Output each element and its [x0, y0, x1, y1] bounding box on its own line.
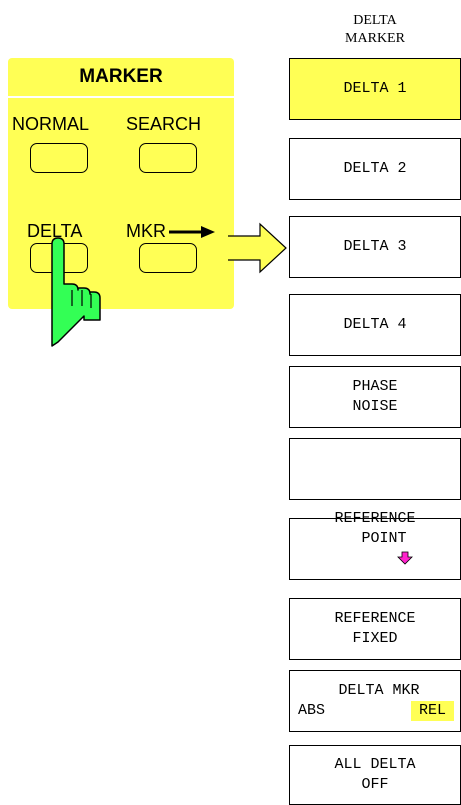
- softkey-label-line1: REFERENCE: [334, 510, 416, 527]
- softkey-label: DELTA 3: [343, 238, 407, 255]
- softkey-label-line2: OFF: [361, 776, 389, 793]
- softkey-delta-4[interactable]: DELTA 4: [289, 294, 461, 356]
- softkey-delta-1[interactable]: DELTA 1: [289, 58, 461, 120]
- mkr-key-label: MKR: [126, 221, 166, 241]
- abs-rel-toggle: ABS REL: [290, 701, 460, 721]
- menu-link-arrow-icon: [228, 222, 287, 274]
- mkr-to-key[interactable]: [139, 243, 197, 273]
- softkey-label-line2: NOISE: [352, 398, 398, 415]
- delta-key-label: DELTA: [27, 221, 83, 241]
- softkey-all-delta-off[interactable]: ALL DELTA OFF: [289, 745, 461, 805]
- softkey-label-line1: DELTA MKR: [338, 682, 420, 699]
- pressing-hand-icon: [51, 237, 101, 347]
- softkey-blank[interactable]: [289, 438, 461, 500]
- softkey-label: DELTA 1: [343, 80, 407, 97]
- menu-title-line1: DELTA: [353, 13, 397, 28]
- softkey-label-line2-wrap: POINT: [337, 529, 413, 589]
- softkey-label-line1: REFERENCE: [334, 610, 416, 627]
- rel-option-selected: REL: [410, 701, 454, 721]
- softkey-delta-2[interactable]: DELTA 2: [289, 138, 461, 200]
- normal-key[interactable]: [30, 143, 88, 173]
- softkey-label: DELTA 2: [343, 160, 407, 177]
- softkey-menu-title: DELTA MARKER: [289, 12, 461, 48]
- normal-key-label: NORMAL: [12, 114, 90, 134]
- softkey-reference-fixed[interactable]: REFERENCE FIXED: [289, 598, 461, 660]
- softkey-reference-point[interactable]: REFERENCE POINT: [289, 510, 461, 580]
- softkey-phase-noise[interactable]: PHASE NOISE: [289, 366, 461, 428]
- abs-option: ABS: [298, 702, 326, 719]
- softkey-label: DELTA 4: [343, 316, 407, 333]
- search-key-label: SEARCH: [126, 114, 202, 134]
- softkey-label-line1: ALL DELTA: [334, 756, 416, 773]
- softkey-label-line2: FIXED: [352, 630, 398, 647]
- softkey-label-line2: POINT: [361, 530, 407, 547]
- submenu-arrow-icon: [397, 551, 413, 565]
- softkey-delta-mkr-abs-rel[interactable]: DELTA MKR ABS REL: [289, 670, 461, 732]
- softkey-label-line1: PHASE: [352, 378, 398, 395]
- mkr-arrow-icon: [169, 226, 215, 238]
- softkey-delta-3[interactable]: DELTA 3: [289, 216, 461, 278]
- search-key[interactable]: [139, 143, 197, 173]
- menu-title-line2: MARKER: [345, 31, 405, 46]
- marker-panel-title: MARKER: [8, 58, 234, 98]
